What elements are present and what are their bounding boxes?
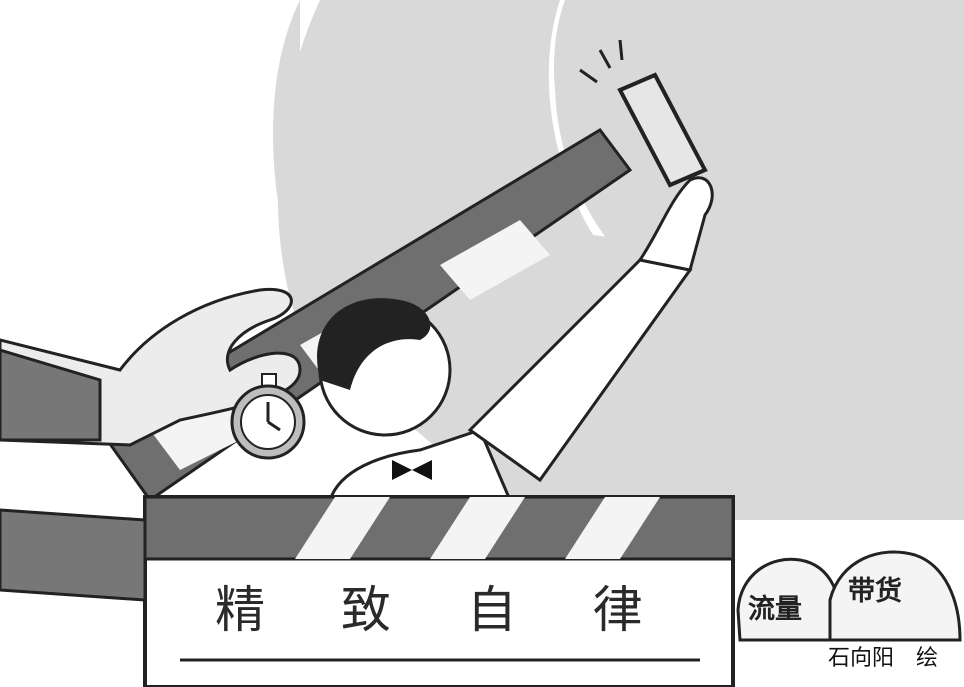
phone-icon — [579, 39, 708, 188]
money-bag-label-2: 带货 — [848, 575, 902, 607]
money-bag-label-1: 流量 — [748, 594, 802, 625]
left-hand — [0, 287, 302, 447]
left-lower-sleeve — [0, 508, 147, 602]
man-figure — [317, 176, 714, 502]
money-bags: 流量 带货 — [736, 550, 962, 642]
clapperboard: 精 致 自 律 — [143, 495, 735, 687]
background-circle — [273, 0, 964, 520]
clapper-slogan: 精 致 自 律 — [215, 581, 673, 639]
artist-credit: 石向阳 绘 — [828, 646, 939, 671]
stopwatch-icon — [230, 373, 306, 460]
